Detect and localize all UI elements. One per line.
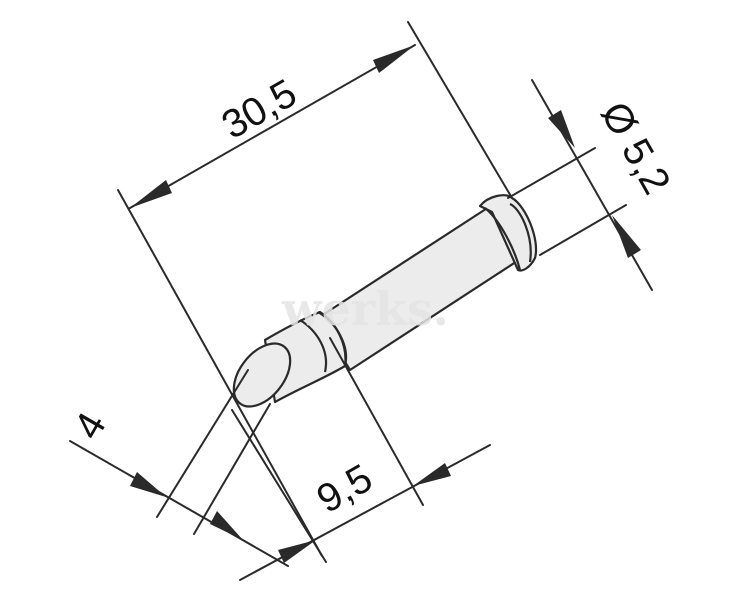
extension-line-top (507, 147, 596, 199)
arrow-right-icon (373, 45, 415, 73)
neck-ring-2 (317, 311, 348, 367)
arrow-left-icon (130, 180, 172, 208)
extension-line-1 (156, 369, 249, 518)
extension-line-bottom (539, 204, 627, 256)
extension-line-right (407, 21, 513, 199)
diameter-label: Ø 5,2 (592, 95, 678, 202)
arrow-out-icon (210, 511, 243, 540)
dimension-line (129, 44, 416, 209)
tip-width-label: 4 (66, 405, 115, 446)
neck-ring-1 (299, 319, 328, 373)
arrow-right-icon (413, 463, 451, 486)
arrow-left-icon (278, 540, 316, 563)
bent-length-label: 9,5 (310, 456, 380, 522)
extension-line-2 (193, 403, 271, 535)
arrow-bottom-icon (612, 215, 641, 258)
arrow-top-icon (548, 110, 575, 148)
tip-chisel-face (232, 342, 292, 408)
extension-line-bend (329, 337, 424, 506)
arrow-in-icon (130, 472, 166, 497)
tip-collar (478, 194, 538, 272)
soldering-tip-part (232, 194, 538, 408)
dimension-line (239, 444, 491, 581)
collar-back (484, 207, 522, 271)
overall-length-label: 30,5 (215, 71, 304, 148)
watermark-text: werks. (281, 282, 449, 336)
collar-groove (509, 202, 532, 263)
extension-line-left (117, 189, 323, 557)
dimension-line (69, 440, 289, 567)
extension-line-tip (231, 409, 327, 563)
dimension-tip-width: 4 (66, 369, 289, 567)
